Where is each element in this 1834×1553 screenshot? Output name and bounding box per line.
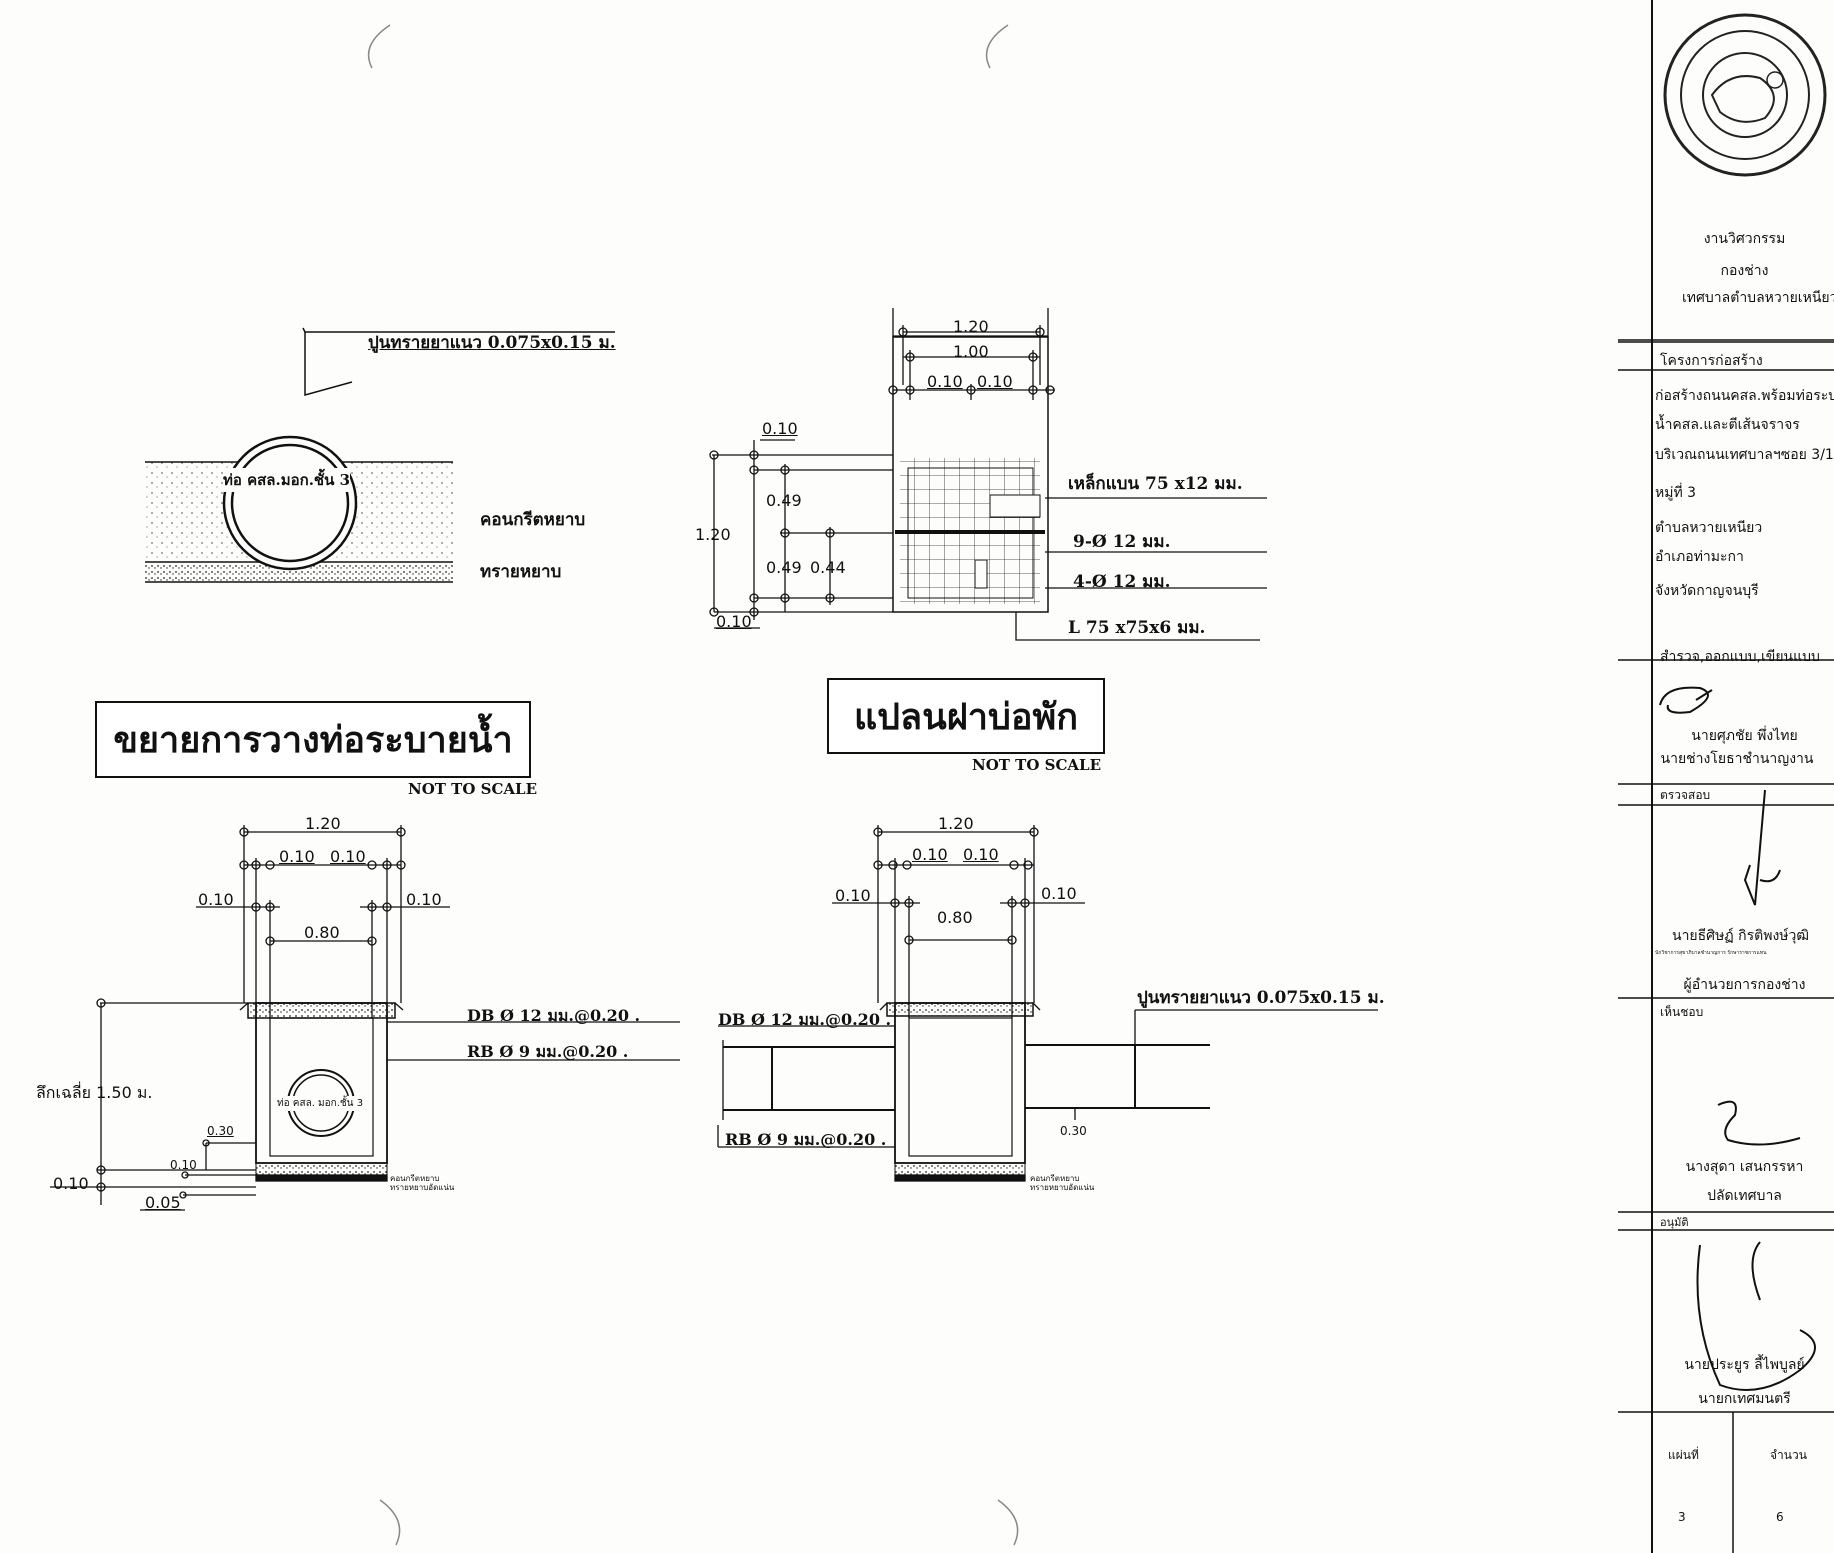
- tb-project-line-5: ตำบลหวายเหนียว: [1655, 520, 1763, 536]
- tb-sheet-label: แผ่นที่: [1668, 1448, 1699, 1462]
- tb-permit-name: นายประยูร ลี้ไพบูลย์: [1684, 1357, 1805, 1373]
- cover-plan-title-text: แปลนฝาบ่อพัก: [853, 695, 1079, 738]
- sl-dim-0-80: 0.80: [304, 923, 340, 942]
- manhole-section-right: [717, 825, 1378, 1182]
- tb-dept2: กองช่าง: [1720, 263, 1769, 279]
- sr-mortar-note: ปูนทรายยาแนว 0.075x0.15 ม.: [1137, 988, 1385, 1008]
- tb-survey-position: นายช่างโยธาชำนาญงาน: [1660, 751, 1814, 767]
- tb-permit-label: อนุมัติ: [1660, 1216, 1689, 1229]
- pipe-laying-detail: [145, 327, 615, 583]
- pipe-label: ท่อ คสล.มอก.ชั้น 3: [223, 468, 351, 492]
- sl-base-label-1: คอนกรีตหยาบ: [390, 1174, 440, 1183]
- tb-approve-position: ปลัดเทศบาล: [1707, 1188, 1782, 1204]
- punch-hole-mark: [367, 24, 391, 69]
- punch-hole-mark: [997, 1499, 1019, 1546]
- sand-label: ทรายหยาบ: [480, 562, 562, 582]
- pipe-detail-scale: NOT TO SCALE: [408, 780, 538, 798]
- sl-dim-0-10-base: 0.10: [170, 1158, 197, 1172]
- tb-dept3: เทศบาลตำบลหวายเหนียว: [1682, 290, 1834, 306]
- sr-base-label-2: ทรายหยาบอัดแน่น: [1030, 1183, 1095, 1192]
- sl-rb-label: RB Ø 9 มม.@0.20 .: [467, 1042, 629, 1061]
- tb-project-line-2: น้ำคสล.และตีเส้นจราจร: [1655, 417, 1800, 433]
- tb-permit-position: นายกเทศมนตรี: [1698, 1391, 1791, 1407]
- cover-callout-flatbar: เหล็กแบน 75 x12 มม.: [1068, 474, 1243, 494]
- sl-dim-0-10-left: 0.10: [198, 890, 234, 909]
- tb-approve-label: เห็นชอบ: [1660, 1005, 1704, 1019]
- cover-dim-1-20: 1.20: [953, 317, 989, 336]
- tb-dept1: งานวิศวกรรม: [1703, 231, 1786, 247]
- punch-hole-mark: [379, 1499, 401, 1546]
- sr-dim-0-30: 0.30: [1060, 1124, 1087, 1138]
- sr-dim-0-80: 0.80: [937, 908, 973, 927]
- tb-check-label: ตรวจสอบ: [1660, 788, 1711, 802]
- manhole-cover-plan: [709, 308, 1267, 641]
- tb-check-sub: นักวิชาการสุขาภิบาลชำนาญการ รักษาราชการแ…: [1655, 950, 1767, 956]
- cover-dim-1-20v: 1.20: [695, 525, 731, 544]
- sl-pipe-label: ท่อ คสล. มอก.ชั้น 3: [277, 1096, 364, 1111]
- tb-project-line-4: หมู่ที่ 3: [1655, 485, 1697, 501]
- manhole-section-left: [50, 825, 680, 1211]
- municipal-seal: [1663, 13, 1827, 177]
- tb-project-line-3: บริเวณถนนเทศบาลฯซอย 3/1: [1655, 447, 1834, 463]
- tb-project-line-6: อำเภอท่ามะกา: [1655, 549, 1744, 565]
- cover-dim-0-10a: 0.10: [927, 372, 963, 391]
- cover-dim-0-49b: 0.49: [766, 558, 802, 577]
- pipe-mortar-note: ปูนทรายยาแนว 0.075x0.15 ม.: [368, 333, 616, 353]
- sr-dim-0-10-right: 0.10: [1041, 884, 1077, 903]
- tb-project-line-7: จังหวัดกาญจนบุรี: [1655, 583, 1759, 599]
- tb-survey-label: สำรวจ,ออกแบบ,เขียนแบบ: [1660, 649, 1820, 665]
- sr-dim-1-20: 1.20: [938, 814, 974, 833]
- sr-base-label-1: คอนกรีตหยาบ: [1030, 1174, 1080, 1183]
- sl-dim-0-30: 0.30: [207, 1124, 234, 1138]
- cover-callout-angle: L 75 x75x6 มม.: [1068, 618, 1206, 638]
- tb-project-label: โครงการก่อสร้าง: [1660, 353, 1763, 369]
- sl-dim-0-05: 0.05: [145, 1193, 181, 1212]
- tb-check-position: ผู้อำนวยการกองช่าง: [1683, 977, 1806, 993]
- cover-dim-0-49a: 0.49: [766, 491, 802, 510]
- cover-dim-0-10b: 0.10: [977, 372, 1013, 391]
- punch-hole-mark: [985, 24, 1009, 69]
- tb-project-line-1: ก่อสร้างถนนคสล.พร้อมท่อระบาย: [1655, 388, 1834, 404]
- cover-plan-title: แปลนฝาบ่อพัก: [827, 678, 1105, 754]
- tb-count-label: จำนวน: [1770, 1448, 1807, 1462]
- sr-dim-0-10b: 0.10: [963, 845, 999, 864]
- sl-dim-0-10b: 0.10: [330, 847, 366, 866]
- tb-sheet-number: 3: [1678, 1510, 1686, 1524]
- cover-dim-0-10c: 0.10: [762, 419, 798, 438]
- cover-callout-9-bars: 9-Ø 12 มม.: [1073, 532, 1171, 552]
- tb-approve-name: นางสุดา เสนกรรหา: [1685, 1159, 1804, 1175]
- sr-dim-0-10-left: 0.10: [835, 886, 871, 905]
- tb-sheet-count: 6: [1776, 1510, 1784, 1524]
- sl-dim-0-10-right: 0.10: [406, 890, 442, 909]
- signatures: [1659, 686, 1816, 1391]
- cover-plan-scale: NOT TO SCALE: [972, 756, 1102, 774]
- tb-check-name: นายธีศิษฏ์ กิรติพงษ์วุฒิ: [1672, 928, 1810, 944]
- pipe-detail-title-text: ขยายการวางท่อระบายน้ำ: [113, 719, 513, 761]
- tb-survey-name: นายศุภชัย พึ่งไทย: [1691, 728, 1798, 744]
- cover-callout-4-bars: 4-Ø 12 มม.: [1073, 572, 1171, 592]
- sl-db-label: DB Ø 12 มม.@0.20 .: [467, 1006, 641, 1025]
- sl-dim-0-10-bottom: 0.10: [53, 1174, 89, 1193]
- cover-dim-0-44: 0.44: [810, 558, 846, 577]
- cover-dim-0-10d: 0.10: [716, 612, 752, 631]
- sr-rb-label: RB Ø 9 มม.@0.20 .: [725, 1130, 887, 1149]
- title-block-frame: [1618, 0, 1834, 1553]
- cover-dim-1-00: 1.00: [953, 342, 989, 361]
- pipe-detail-title: ขยายการวางท่อระบายน้ำ: [95, 701, 531, 778]
- sl-dim-1-20: 1.20: [305, 814, 341, 833]
- sl-depth-label: ลึกเฉลี่ย 1.50 ม.: [36, 1083, 153, 1102]
- sl-base-label-2: ทรายหยาบอัดแน่น: [390, 1183, 455, 1192]
- sr-dim-0-10a: 0.10: [912, 845, 948, 864]
- sl-dim-0-10a: 0.10: [279, 847, 315, 866]
- sr-db-label: DB Ø 12 มม.@0.20 .: [718, 1010, 892, 1029]
- concrete-label: คอนกรีตหยาบ: [480, 510, 586, 530]
